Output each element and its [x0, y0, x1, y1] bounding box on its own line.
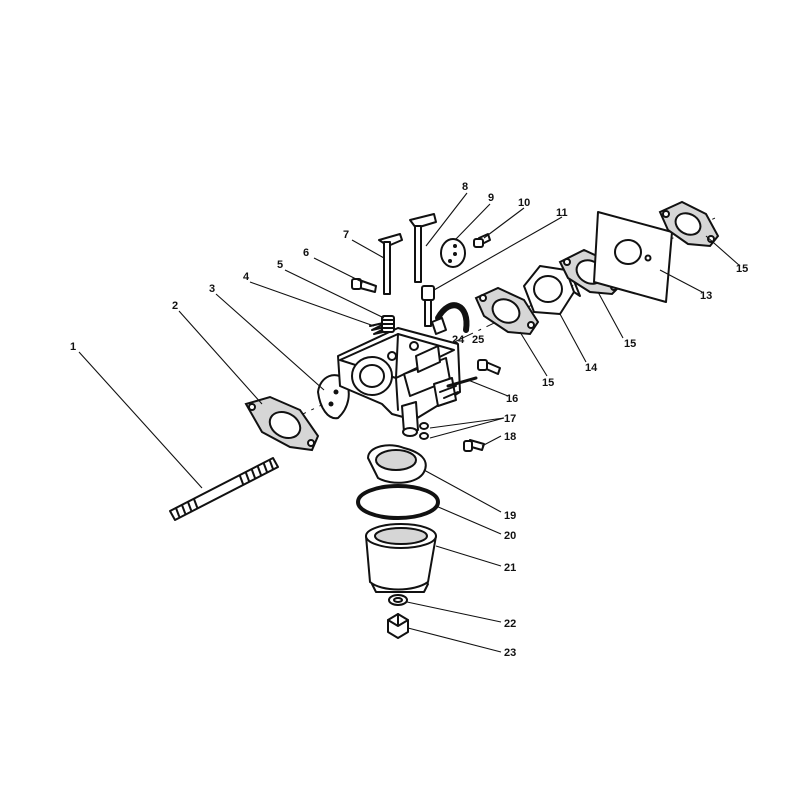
part-choke-shaft [378, 233, 403, 295]
part-heat-shield [593, 211, 673, 303]
callout-14: 14 [585, 362, 598, 374]
callout-6: 6 [303, 247, 309, 259]
part-gasket-middle [474, 286, 540, 336]
callout-5: 5 [277, 259, 283, 271]
callout-11: 11 [556, 207, 568, 219]
callout-17: 17 [504, 413, 516, 425]
callout-16: 16 [506, 393, 518, 405]
callout-22: 22 [504, 618, 516, 630]
callout-23: 23 [504, 647, 516, 659]
part-carburetor-body [337, 327, 461, 437]
part-fuel-tube [431, 302, 470, 335]
callout-10: 10 [518, 197, 530, 209]
callout-8: 8 [462, 181, 468, 193]
part-bowl-nut [387, 613, 409, 639]
part-stud [169, 457, 279, 521]
callout-4: 4 [243, 271, 250, 283]
callout-2: 2 [172, 300, 178, 312]
part-small-screw [351, 278, 377, 293]
callout-3: 3 [209, 283, 215, 295]
part-screw-18 [463, 439, 485, 452]
callout-21: 21 [504, 562, 516, 574]
callout-15-right: 15 [624, 338, 636, 350]
callout-7: 7 [343, 229, 349, 241]
callout-20: 20 [504, 530, 516, 542]
part-gasket-top [658, 200, 720, 248]
callout-15-middle: 15 [542, 377, 554, 389]
callout-25: 25 [472, 334, 484, 346]
part-washer [388, 594, 408, 606]
part-needle-seat [419, 422, 429, 440]
callout-13: 13 [700, 290, 712, 302]
leader-lines [78, 192, 741, 653]
callout-9: 9 [488, 192, 494, 204]
part-throttle-shaft [409, 213, 437, 283]
part-idle-screw [381, 315, 395, 333]
callout-24: 24 [452, 334, 465, 346]
part-float [367, 444, 427, 484]
callout-18: 18 [504, 431, 516, 443]
part-side-screw [477, 359, 501, 375]
part-screw-10 [473, 233, 491, 248]
callout-15-top: 15 [736, 263, 748, 275]
part-bowl-gasket [356, 484, 440, 520]
part-float-bowl [365, 523, 437, 593]
part-fuel-nozzle [421, 285, 435, 327]
part-flange-gasket-left [244, 395, 320, 452]
callouts: 1 2 3 4 5 6 7 8 9 10 11 13 14 15 15 15 1… [70, 181, 748, 659]
callout-19: 19 [504, 510, 516, 522]
callout-1: 1 [70, 341, 76, 353]
part-pin [446, 376, 478, 388]
part-choke-plate [440, 238, 466, 268]
